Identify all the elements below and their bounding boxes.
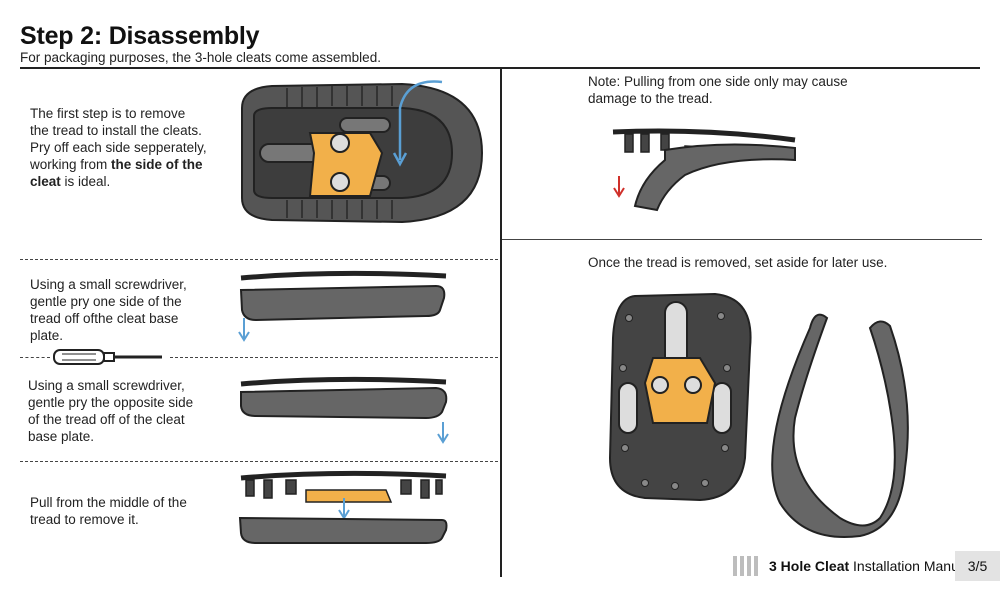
- step3-line2: gentle pry the opposite side: [28, 395, 194, 410]
- screwdriver-icon: [53, 349, 162, 365]
- footer-decor-bars: [733, 556, 763, 576]
- step4-line1: Pull from the middle of the: [30, 495, 187, 510]
- curved-arrow-icon: [398, 80, 443, 160]
- step2-line2: gentle pry one side of the: [30, 294, 182, 309]
- step3-line4: base plate.: [28, 429, 95, 444]
- step2-line3: tread off ofthe cleat base: [30, 311, 179, 326]
- footer-title-bold: 3 Hole Cleat: [769, 558, 854, 574]
- step4-text: Pull from the middle of the tread to rem…: [30, 494, 187, 528]
- step1-line4: working from the side of the: [30, 156, 207, 173]
- tread-side-view-step4: [238, 470, 448, 544]
- step2-text: Using a small screwdriver, gentle pry on…: [30, 276, 187, 344]
- note-text: Note: Pulling from one side only may cau…: [588, 73, 848, 107]
- page-title: Step 2: Disassembly: [20, 22, 260, 50]
- footer-title-mid: I: [853, 558, 857, 574]
- final-text: Once the tread is removed, set aside for…: [588, 254, 887, 271]
- dashed-separator-1: [20, 259, 498, 260]
- step1-line1: The first step is to remove: [30, 106, 186, 121]
- step3-line1: Using a small screwdriver,: [28, 378, 185, 393]
- final-line1: Once the tread is removed, set aside for…: [588, 255, 888, 270]
- header-rule: [20, 67, 980, 69]
- footer-title-rest: nstallation Manual: [856, 558, 970, 574]
- tread-side-view-step3: [240, 376, 449, 444]
- dashed-separator-2b: [170, 357, 498, 358]
- step3-text: Using a small screwdriver, gentle pry th…: [28, 377, 193, 445]
- step1-line5-bold: cleat: [30, 174, 61, 189]
- page-number: 3/5: [955, 551, 1000, 581]
- step1-line5: cleat is ideal.: [30, 173, 207, 190]
- right-section-divider: [502, 239, 982, 240]
- footer-manual-title: 3 Hole Cleat Installation Manual: [769, 558, 970, 574]
- note-line1: Note: Pulling from one side only may cau…: [588, 74, 848, 89]
- note-line2: damage to the tread.: [588, 91, 713, 106]
- step2-line4: plate.: [30, 328, 64, 343]
- dashed-separator-3: [20, 461, 498, 462]
- tread-side-view-step2: [238, 270, 447, 342]
- step1-text: The first step is to remove the tread to…: [30, 105, 207, 190]
- step1-line4-pre: working from: [30, 157, 112, 172]
- step1-line5-post: is ideal.: [60, 174, 111, 189]
- step1-line3: Pry off each side sepperately,: [30, 140, 207, 155]
- base-plate-and-tread: [608, 292, 909, 538]
- step4-line2: tread to remove it.: [30, 512, 139, 527]
- step3-line3: of the tread off of the cleat: [28, 412, 185, 427]
- tread-peel-warning: [612, 128, 796, 212]
- step1-line2: the tread to install the cleats.: [30, 123, 202, 138]
- dashed-separator-2a: [20, 357, 50, 358]
- step2-line1: Using a small screwdriver,: [30, 277, 187, 292]
- tread-plate-top-view: [241, 80, 484, 224]
- step1-line4-bold: the side of the: [111, 157, 203, 172]
- page-subtitle: For packaging purposes, the 3-hole cleat…: [20, 50, 381, 65]
- column-divider: [500, 69, 502, 577]
